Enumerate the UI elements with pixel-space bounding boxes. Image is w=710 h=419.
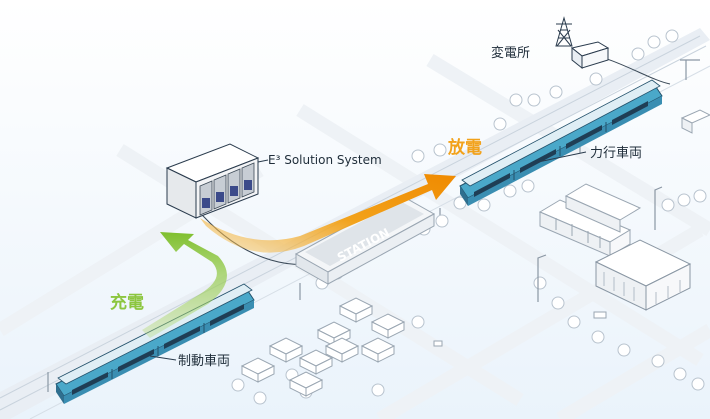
substation-label: 変電所 (491, 45, 530, 61)
charge-arrow (142, 232, 227, 338)
system-label: E³ Solution System (268, 153, 382, 167)
car (593, 311, 607, 319)
braking-train-label: 制動車両 (178, 354, 230, 369)
power-tower-icon (555, 16, 573, 47)
car (433, 340, 443, 347)
charge-label: 充電 (110, 292, 144, 313)
houses-left (240, 297, 406, 397)
cabinet-icon (165, 143, 260, 219)
powering-train-label: 力行車両 (590, 146, 642, 161)
large-building (594, 239, 692, 311)
powering-train (459, 79, 663, 206)
substation-building (570, 41, 610, 70)
system-label-line (257, 159, 269, 163)
station-building (294, 195, 436, 285)
discharge-label: 放電 (447, 137, 482, 158)
discharge-arrow (200, 174, 456, 253)
powering-label-line (537, 151, 587, 163)
townhouses-right (538, 183, 642, 257)
streetlights (537, 186, 663, 302)
small-building (680, 109, 710, 134)
braking-label-line (149, 355, 177, 361)
